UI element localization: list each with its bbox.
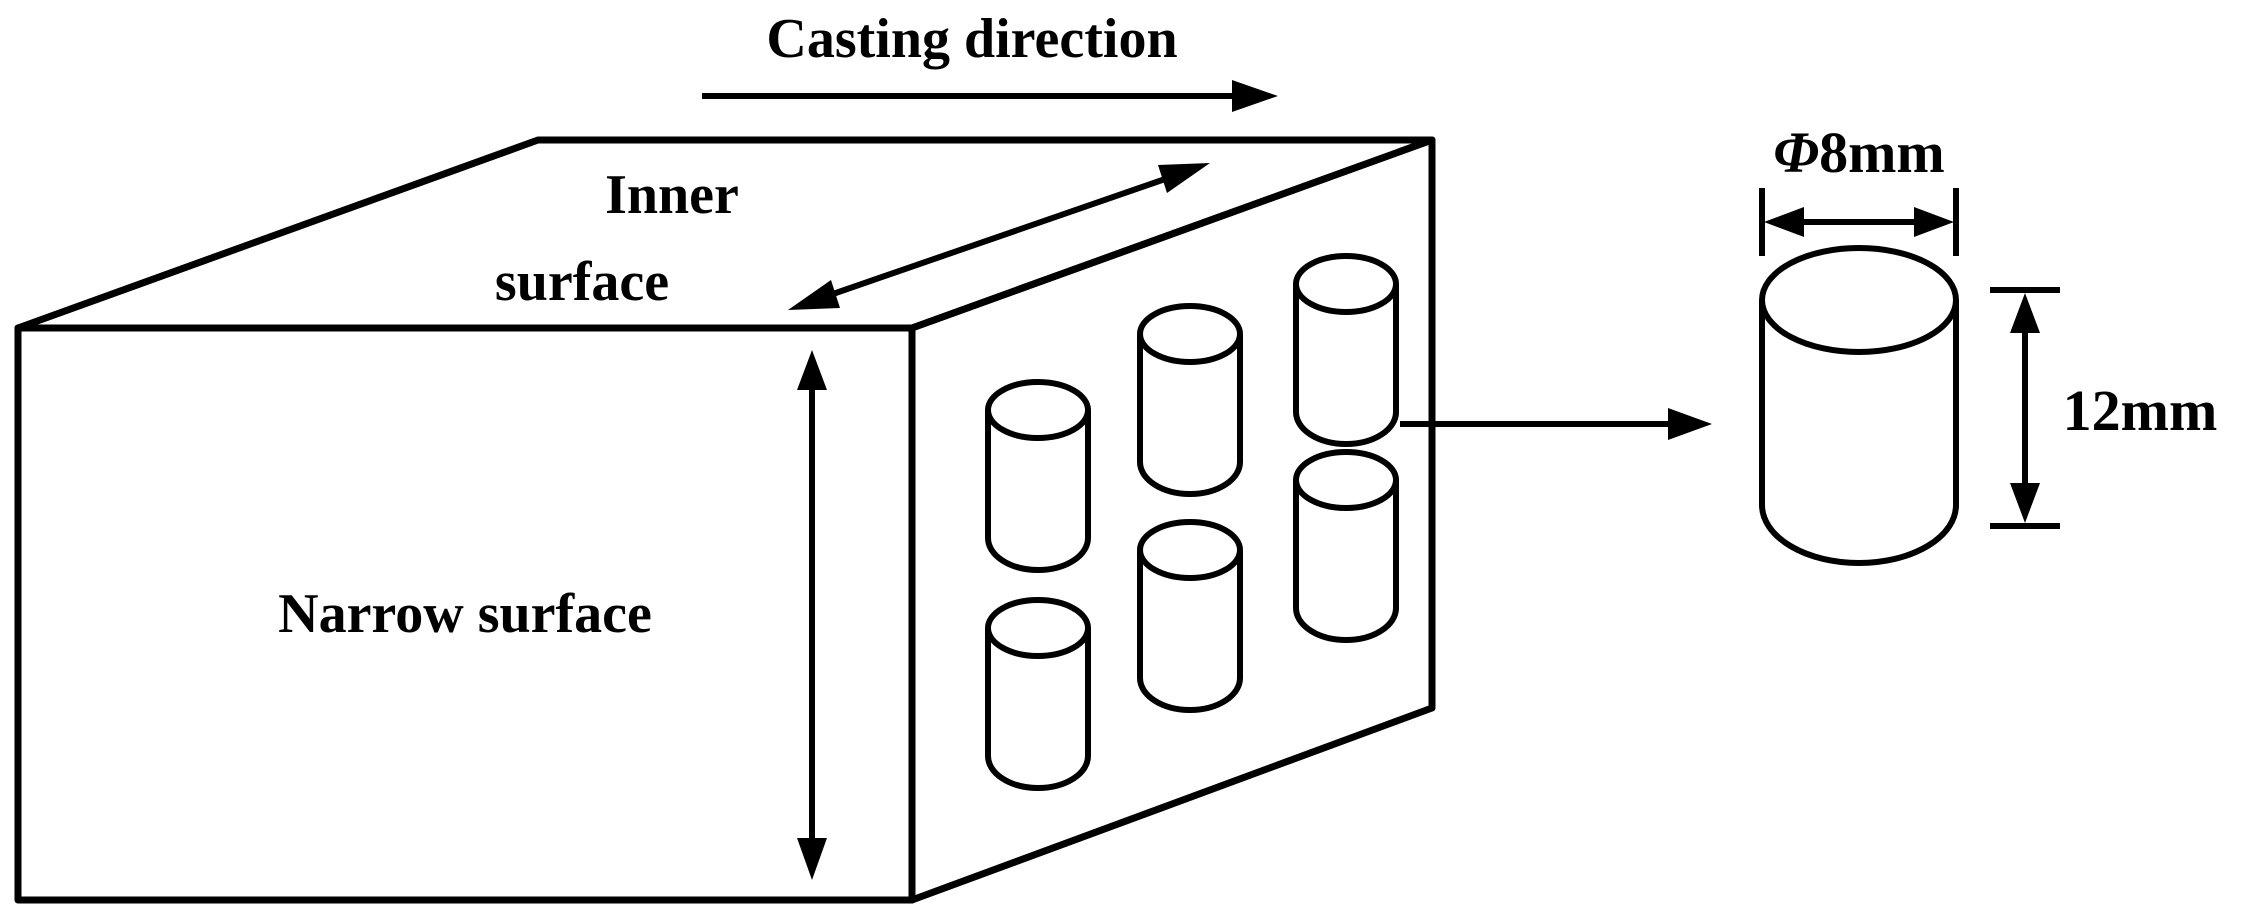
casting-direction-label: Casting direction [766,8,1177,70]
specimen-cylinder [985,379,1091,573]
height-label: 12mm [2063,378,2218,443]
specimen-cylinder-body [985,628,1091,791]
diameter-symbol: Φ [1773,120,1819,185]
inner-surface-width-arrow [788,163,1210,310]
slab-front-face [14,324,916,904]
specimen-cylinder-top [1293,253,1399,315]
detail-specimen-cylinder [1759,245,1959,566]
specimen-cylinder-top [1137,303,1243,365]
specimen-cylinder-body [1293,284,1399,447]
specimen-cylinder-body [985,410,1091,573]
specimen-cylinder-top [1137,519,1243,581]
casting-direction-arrow [702,80,1278,112]
specimen-cylinder-top [985,379,1091,441]
diameter-label: Φ8mm [1773,120,1944,185]
specimen-cylinder [1293,449,1399,643]
specimen-cylinder [1293,253,1399,447]
narrow-surface-label: Narrow surface [278,583,652,645]
diameter-value: 8mm [1819,120,1945,185]
specimen-cylinder [1137,303,1243,497]
narrow-surface-thickness-arrow [797,350,827,880]
specimen-cylinder [1137,519,1243,713]
specimen-cylinder-top [985,597,1091,659]
diameter-dimension [1759,188,1959,256]
detail-pointer-arrow [1400,408,1712,440]
slab-block [14,136,1436,904]
specimen-cylinder-body [1137,334,1243,497]
specimen-cylinder [985,597,1091,791]
specimen-cylinder-body [1137,550,1243,713]
specimen-cylinder-top [1293,449,1399,511]
specimen-cylinder-body [1293,480,1399,643]
inner-surface-label-line2: surface [495,251,669,313]
inner-surface-label-line1: Inner [605,164,739,226]
height-dimension [1990,287,2060,529]
specimen-cylinders [985,253,1399,791]
